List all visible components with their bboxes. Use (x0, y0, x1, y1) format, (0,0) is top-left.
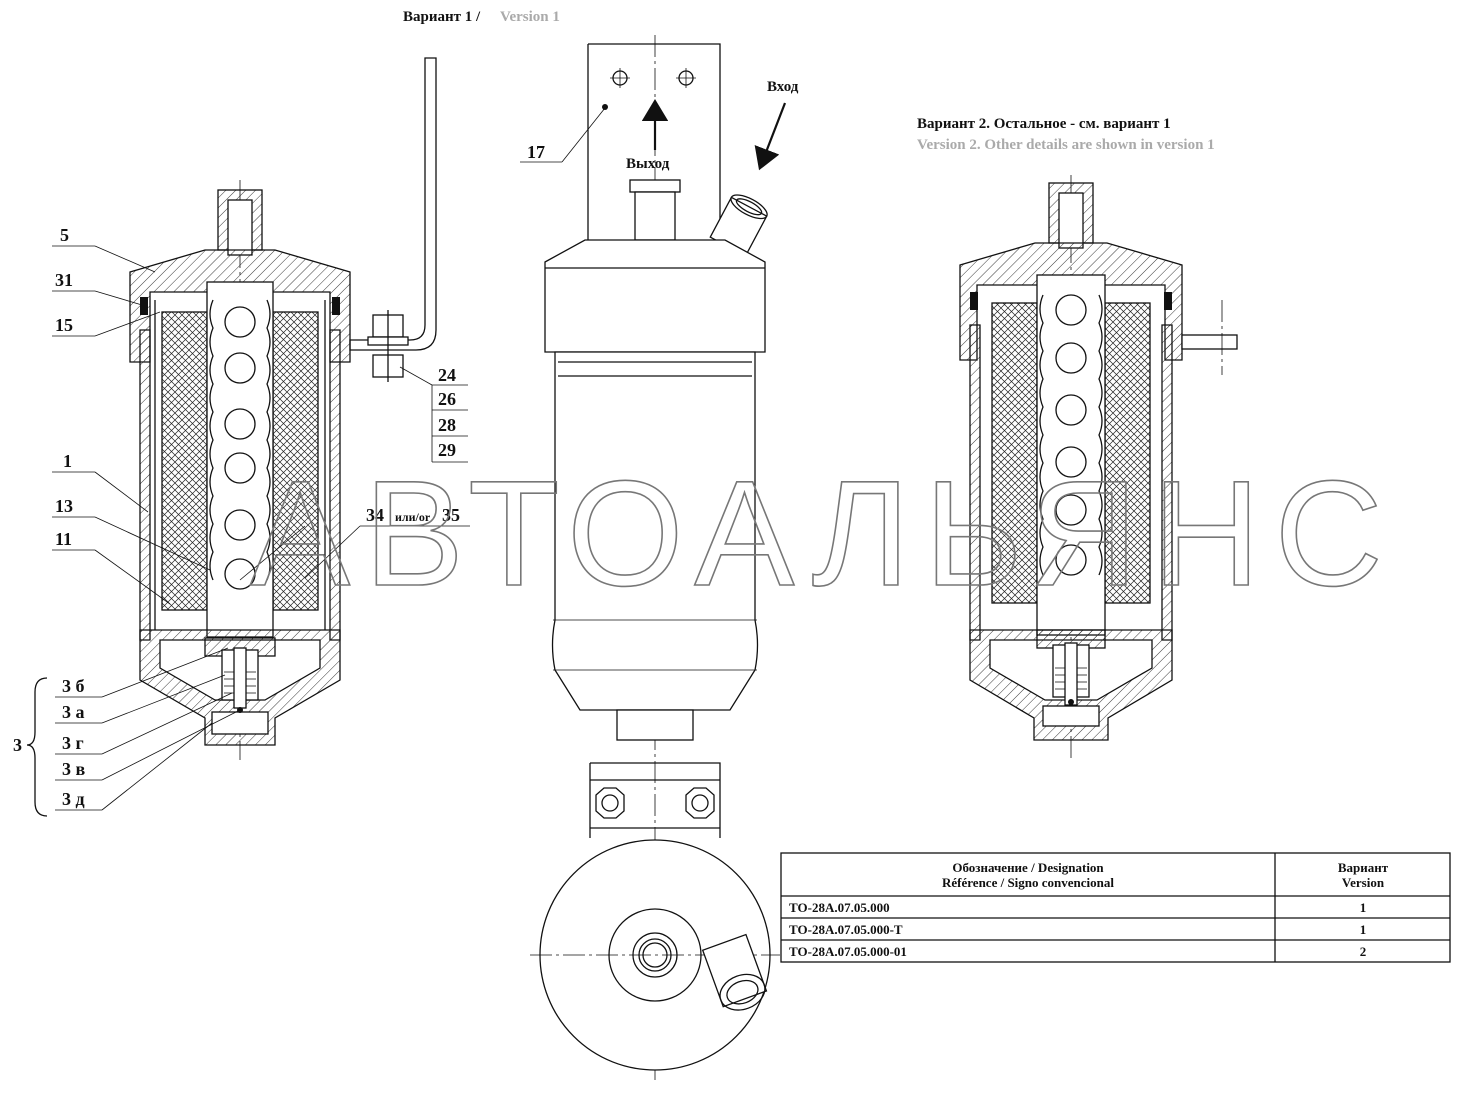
callout-3g: 3 г (62, 733, 84, 753)
table-header-designation-1: Обозначение / Designation (952, 860, 1104, 875)
variant2-section-view (959, 175, 1238, 760)
callout-29: 29 (438, 440, 456, 460)
callout-5: 5 (60, 225, 69, 245)
filter-head (544, 239, 766, 353)
table-header-version-2: Version (1342, 875, 1385, 890)
callout-11: 11 (55, 529, 72, 549)
table-row-designation: ТО-28А.07.05.000 (789, 900, 890, 915)
center-elevation-view: Выход Вход (544, 35, 799, 1080)
callout-3d: 3 д (62, 789, 85, 809)
callout-34-or: или/or (395, 510, 431, 524)
variant1-title-en: Version 1 (500, 9, 560, 25)
table-row-version: 1 (1360, 922, 1367, 937)
callout-3b: 3 б (62, 676, 85, 696)
filter-element-right (272, 311, 319, 611)
mounting-bracket (349, 57, 437, 351)
callout-15: 15 (55, 315, 73, 335)
callout-24: 24 (438, 365, 456, 385)
designation-table: Обозначение / Designation Référence / Si… (780, 852, 1451, 963)
table-row-designation: ТО-28А.07.05.000-01 (789, 944, 907, 959)
callout-34: 34 (366, 505, 384, 525)
table-row-version: 1 (1360, 900, 1367, 915)
center-plan-view (530, 762, 780, 1071)
bracket-plate (587, 43, 721, 240)
table-row-designation: ТО-28А.07.05.000-Т (789, 922, 903, 937)
variant1-header: Вариант 1 / Version 1 (403, 9, 560, 25)
perforated-tube (206, 281, 274, 638)
center-callouts: 17 (520, 107, 606, 163)
variant1-section-view (129, 57, 437, 760)
callout-3: 3 (13, 735, 22, 755)
outlet-label: Выход (626, 156, 670, 172)
variant2-title-ru: Вариант 2. Остальное - см. вариант 1 (917, 116, 1171, 132)
callout-13: 13 (55, 496, 73, 516)
callout-1: 1 (63, 451, 72, 471)
variant2-title-en: Version 2. Other details are shown in ve… (917, 137, 1215, 153)
table-header-version-1: Вариант (1338, 860, 1389, 875)
variant1-title-ru: Вариант 1 / (403, 9, 481, 25)
variant1-callouts: 5 31 15 1 13 11 24 26 28 29 34 или/or 35 (13, 225, 470, 817)
inlet-arrow (754, 102, 787, 171)
filter-element-left (161, 311, 208, 611)
watermark-text: АВТОАЛЬЯНС (250, 449, 1397, 617)
callout-3a: 3 а (62, 702, 85, 722)
table-row-version: 2 (1360, 944, 1367, 959)
filter-body (551, 351, 759, 711)
callout-28: 28 (438, 415, 456, 435)
table-header-designation-2: Référence / Signo convencional (942, 875, 1114, 890)
callout-3v: 3 в (62, 759, 86, 779)
inlet-label: Вход (767, 79, 799, 95)
callout-35: 35 (442, 505, 460, 525)
callout-17: 17 (527, 142, 545, 162)
callout-26: 26 (438, 389, 456, 409)
callout-31: 31 (55, 270, 73, 290)
variant2-header: Вариант 2. Остальное - см. вариант 1 Ver… (917, 116, 1215, 153)
